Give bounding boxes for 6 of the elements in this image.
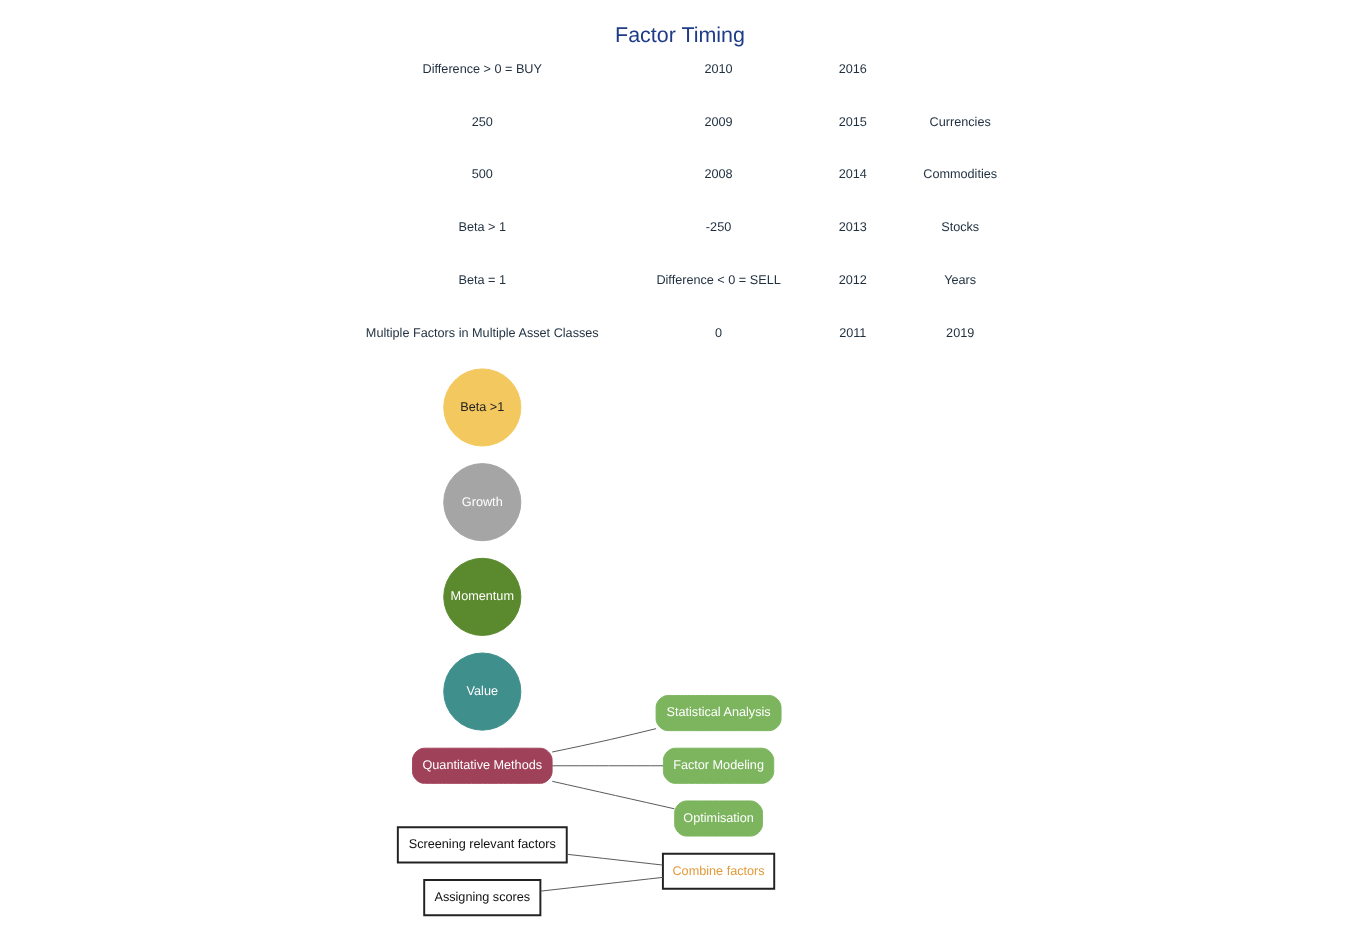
connector: [551, 765, 664, 767]
connector: [540, 876, 664, 892]
connector: [566, 853, 664, 866]
connector: [551, 780, 675, 810]
diagram-title: Factor Timing: [615, 23, 745, 48]
connector: [551, 728, 657, 753]
